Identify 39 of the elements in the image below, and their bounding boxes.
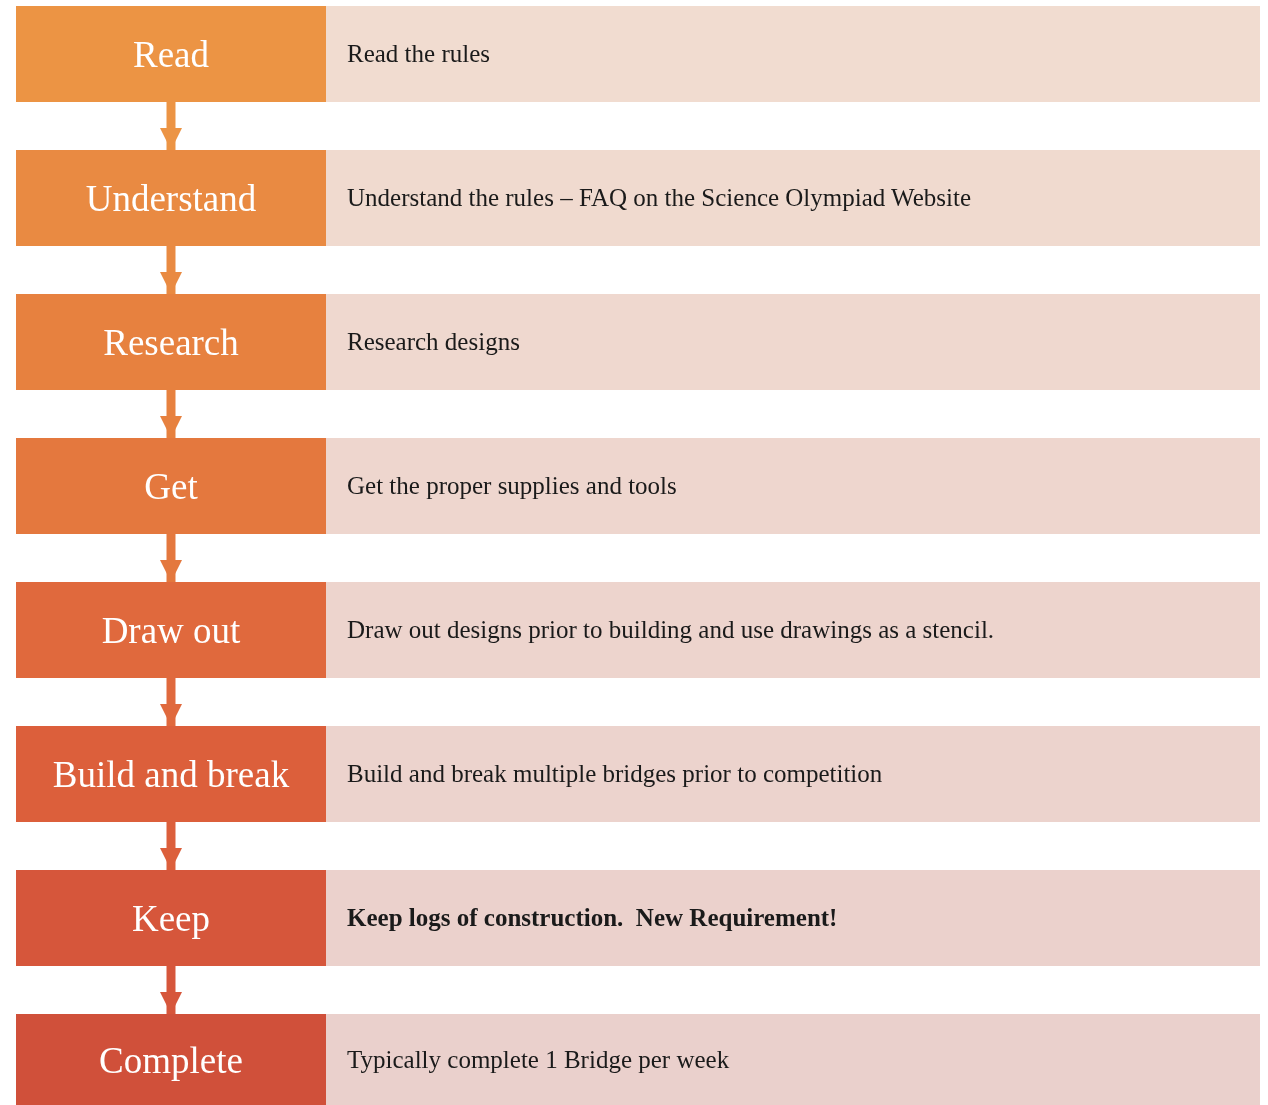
- arrow: [160, 966, 182, 1014]
- description-box: [326, 582, 1260, 678]
- step-box: [16, 438, 326, 534]
- step-box: [16, 1014, 326, 1105]
- description-box: [326, 294, 1260, 390]
- step-description: Typically complete 1 Bridge per week: [347, 1046, 730, 1074]
- step-box: [16, 870, 326, 966]
- arrow: [160, 102, 182, 150]
- description-box: [326, 870, 1260, 966]
- step-box: [16, 582, 326, 678]
- description-box: [326, 438, 1260, 534]
- arrow: [160, 678, 182, 726]
- arrow: [160, 534, 182, 582]
- description-box: [326, 150, 1260, 246]
- step-label: Get: [144, 464, 198, 508]
- description-box: [326, 726, 1260, 822]
- step-description: Keep logs of construction. New Requirement!: [347, 904, 838, 932]
- step-label: Draw out: [101, 608, 241, 652]
- step-description: Research designs: [347, 328, 520, 356]
- step-box: [16, 726, 326, 822]
- step-box: [16, 294, 326, 390]
- step-label: Build and break: [52, 752, 290, 796]
- step-description: Read the rules: [347, 40, 490, 68]
- step-label: Complete: [99, 1038, 243, 1082]
- step-label: Research: [103, 320, 239, 364]
- arrow: [160, 822, 182, 870]
- step-description: Draw out designs prior to building and use drawings as a stencil.: [347, 616, 995, 644]
- step-box: [16, 6, 326, 102]
- step-label: Understand: [85, 176, 257, 220]
- arrow: [160, 246, 182, 294]
- arrow: [160, 390, 182, 438]
- step-box: [16, 150, 326, 246]
- description-box: [326, 1014, 1260, 1105]
- step-label: Keep: [131, 896, 211, 940]
- step-description: Build and break multiple bridges prior to competition: [347, 760, 883, 788]
- description-box: [326, 6, 1260, 102]
- step-description: Understand the rules – FAQ on the Science Olympiad Website: [347, 184, 971, 212]
- step-label: Read: [133, 32, 209, 76]
- step-description: Get the proper supplies and tools: [347, 472, 677, 500]
